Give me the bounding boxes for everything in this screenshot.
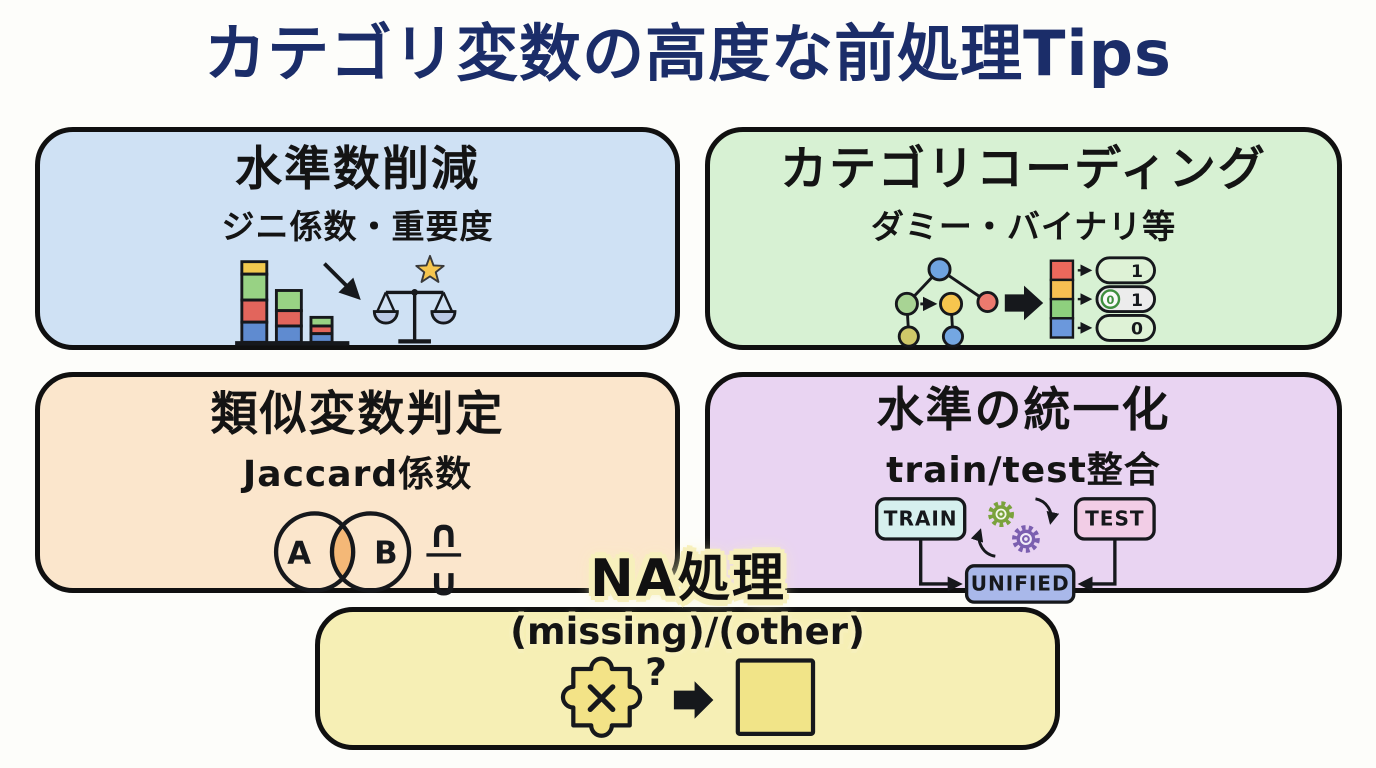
card-level-unification: 水準の統一化 train/test整合 TRAIN TEST bbox=[705, 372, 1342, 604]
venn-set-b-label: B bbox=[374, 535, 398, 571]
placeholder-square-icon bbox=[735, 658, 815, 736]
card-similar-variables-title: 類似変数判定 bbox=[210, 387, 505, 442]
venn-diagram-icon: A B bbox=[273, 510, 411, 593]
card-na-handling-subtitle: (missing)/(other) bbox=[510, 610, 865, 653]
balance-scale-icon bbox=[372, 288, 456, 344]
card-category-coding: カテゴリコーディング ダミー・バイナリ等 bbox=[705, 127, 1342, 350]
venn-set-a-label: A bbox=[287, 535, 311, 571]
intersection-over-union-icon: ∩ ∪ bbox=[425, 512, 461, 605]
encoding-pills-icon: 1 0 1 0 bbox=[1077, 256, 1156, 342]
pill-three-value: 0 bbox=[1131, 319, 1143, 339]
flow-arrows-icon bbox=[918, 538, 1117, 592]
card-category-coding-title: カテゴリコーディング bbox=[780, 142, 1267, 197]
card-level-unification-title: 水準の統一化 bbox=[876, 383, 1171, 438]
level-unification-icon-group: TRAIN TEST bbox=[874, 496, 1156, 604]
question-mark: ? bbox=[645, 653, 667, 694]
card-level-unification-subtitle: train/test整合 bbox=[886, 449, 1161, 491]
color-column-icon bbox=[1049, 259, 1074, 339]
page-title: カテゴリ変数の高度な前処理Tips bbox=[204, 17, 1172, 90]
thick-arrow-icon bbox=[673, 681, 713, 719]
stacked-bar-chart-icon bbox=[234, 259, 349, 346]
card-similar-variables-subtitle: Jaccard係数 bbox=[242, 453, 473, 495]
decline-arrow-icon bbox=[322, 261, 361, 300]
star-icon bbox=[414, 254, 445, 283]
card-na-handling-title: NA処理 bbox=[590, 549, 786, 609]
test-label: TEST bbox=[1085, 506, 1144, 530]
train-label: TRAIN bbox=[883, 506, 957, 530]
puzzle-piece-icon bbox=[560, 656, 642, 738]
pill-two-one-value: 1 bbox=[1131, 290, 1143, 310]
card-level-reduction-subtitle: ジニ係数・重要度 bbox=[221, 206, 494, 246]
card-level-reduction: 水準数削減 ジニ係数・重要度 bbox=[35, 127, 680, 350]
unified-box: UNIFIED bbox=[964, 563, 1075, 604]
unified-label: UNIFIED bbox=[970, 571, 1069, 595]
train-box: TRAIN bbox=[874, 496, 966, 541]
card-similar-variables: 類似変数判定 Jaccard係数 A B ∩ ∪ bbox=[35, 372, 680, 605]
union-symbol: ∪ bbox=[428, 560, 459, 605]
level-reduction-icon-group bbox=[234, 254, 456, 346]
category-coding-icon-group: 1 0 1 0 bbox=[894, 256, 1156, 348]
similar-variables-icon-group: A B ∩ ∪ bbox=[273, 510, 461, 605]
test-box: TEST bbox=[1073, 496, 1156, 541]
card-na-handling: (missing)/(other) ? bbox=[315, 607, 1060, 750]
na-handling-icon-group: ? bbox=[560, 653, 815, 738]
pill-two-zero-value: 0 bbox=[1106, 293, 1114, 307]
thick-arrow-icon bbox=[1004, 285, 1043, 320]
tree-graph-icon bbox=[894, 256, 999, 348]
card-level-reduction-title: 水準数削減 bbox=[235, 142, 480, 197]
pill-one-value: 1 bbox=[1131, 262, 1143, 282]
gears-sync-icon bbox=[970, 497, 1059, 558]
intersection-symbol: ∩ bbox=[428, 512, 459, 557]
card-category-coding-subtitle: ダミー・バイナリ等 bbox=[870, 206, 1177, 246]
